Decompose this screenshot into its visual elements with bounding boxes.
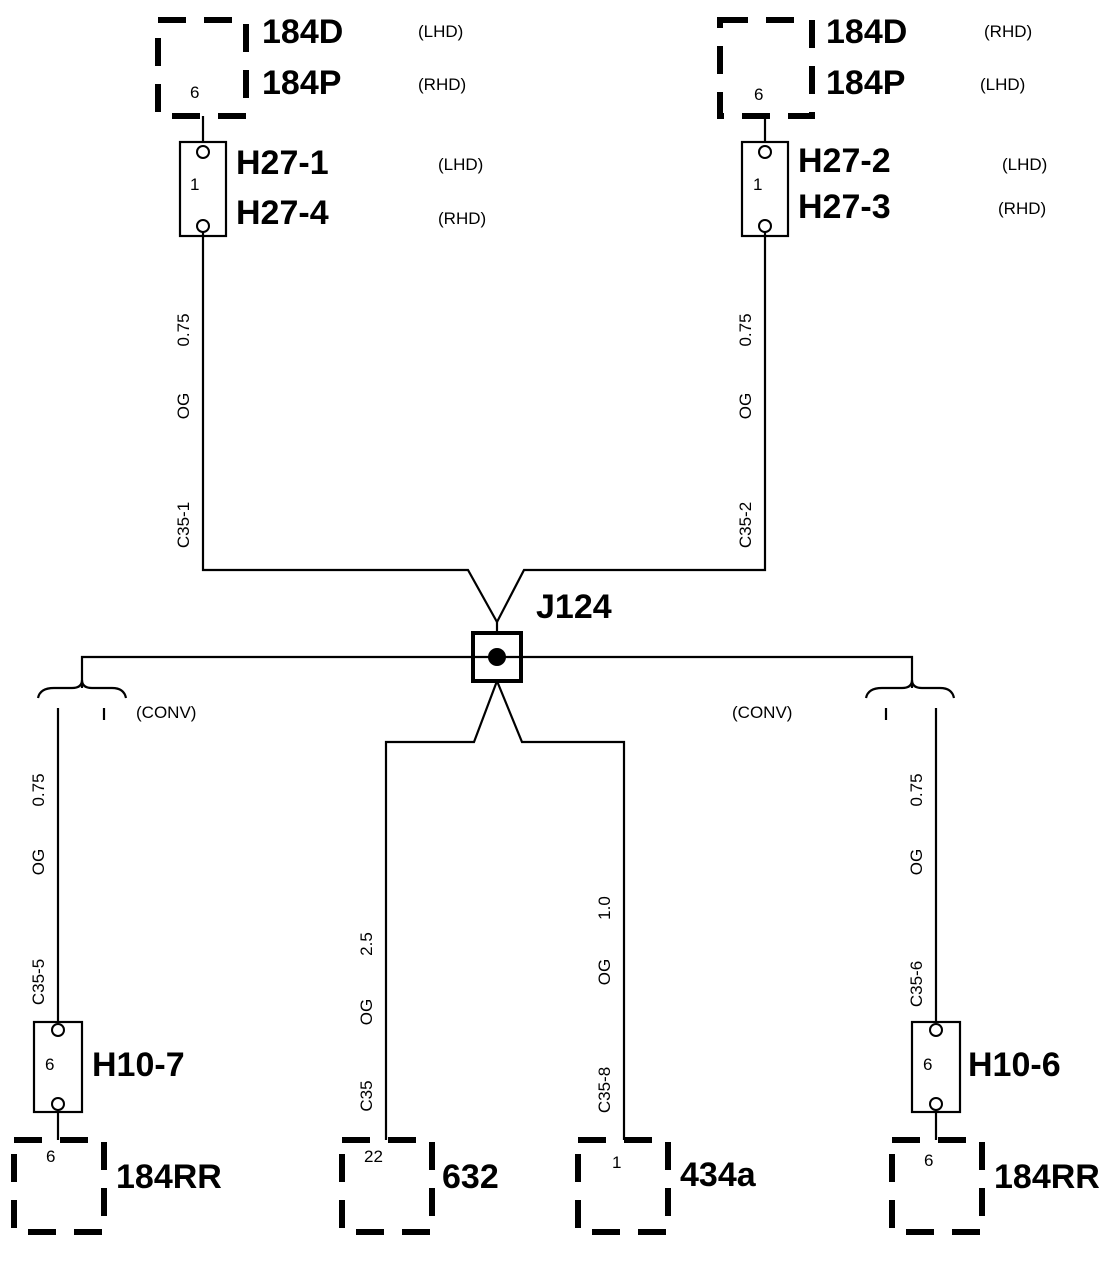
wire-color-label: OG bbox=[595, 959, 614, 985]
connector-label-h27-1: H27-1 bbox=[236, 144, 329, 182]
option-note-conv: (CONV) bbox=[732, 703, 792, 722]
wire-circuit-label: C35 bbox=[357, 1080, 376, 1111]
option-note-conv: (CONV) bbox=[136, 703, 196, 722]
wire-c35[interactable] bbox=[384, 680, 499, 1140]
top-right-branch: 6 184D (RHD) 184P (LHD) 1 H27-2 (LHD) H2… bbox=[496, 13, 1047, 623]
connector-pin-bottom bbox=[51, 1097, 65, 1111]
connector-label-h27-3: H27-3 bbox=[798, 188, 891, 226]
wire-size-label: 2.5 bbox=[357, 932, 376, 956]
connector-pin-label: 1 bbox=[190, 175, 199, 194]
junction-label: J124 bbox=[536, 588, 612, 626]
connector-pin-label: 6 bbox=[45, 1055, 54, 1074]
connector-pin-bottom bbox=[196, 219, 210, 233]
wire-c35-8[interactable] bbox=[495, 680, 626, 1140]
connector-pin-label: 6 bbox=[923, 1055, 932, 1074]
connector-pin-top bbox=[51, 1023, 65, 1037]
component-pin-label: 22 bbox=[364, 1147, 383, 1166]
component-note-lhd: (LHD) bbox=[980, 75, 1025, 94]
component-pin-label: 6 bbox=[46, 1147, 55, 1166]
wire-circuit-label: C35-2 bbox=[736, 502, 755, 548]
connector-label-h10-7: H10-7 bbox=[92, 1046, 185, 1084]
connector-note-lhd: (LHD) bbox=[438, 155, 483, 174]
wire-circuit-label: C35-8 bbox=[595, 1067, 614, 1113]
wire-size-label: 0.75 bbox=[736, 313, 755, 346]
component-note-rhd: (RHD) bbox=[418, 75, 466, 94]
bottom-mid-right-branch: 1.0 OG C35-8 1 434a bbox=[495, 680, 757, 1235]
junction-j124[interactable]: J124 bbox=[471, 588, 612, 683]
component-184rr-left-box[interactable] bbox=[11, 1137, 107, 1235]
component-pin-label: 1 bbox=[612, 1153, 621, 1172]
wire-color-label: OG bbox=[29, 849, 48, 875]
component-label-184p: 184P bbox=[262, 64, 341, 102]
option-bracket bbox=[36, 679, 128, 699]
bottom-left-branch: (CONV) 0.75 OG C35-5 6 H10-7 6 184RR bbox=[11, 679, 222, 1235]
connector-label-h10-6: H10-6 bbox=[968, 1046, 1061, 1084]
component-434a-box[interactable] bbox=[575, 1137, 671, 1235]
component-label-184d: 184D bbox=[826, 13, 907, 51]
top-left-branch: 6 184D (LHD) 184P (RHD) 1 H27-1 (LHD) H2… bbox=[155, 13, 498, 623]
component-label-184rr: 184RR bbox=[116, 1158, 222, 1196]
component-label-434a: 434a bbox=[680, 1156, 757, 1194]
junction-dot bbox=[488, 648, 506, 666]
component-note-rhd: (RHD) bbox=[984, 22, 1032, 41]
component-pin-label: 6 bbox=[190, 83, 199, 102]
component-pin-label: 6 bbox=[754, 85, 763, 104]
wire-color-label: OG bbox=[174, 393, 193, 419]
connector-pin-top bbox=[758, 145, 772, 159]
connector-note-rhd: (RHD) bbox=[438, 209, 486, 228]
connector-pin-bottom bbox=[929, 1097, 943, 1111]
component-632-box[interactable] bbox=[339, 1137, 435, 1235]
wire-color-label: OG bbox=[357, 999, 376, 1025]
wire-size-label: 0.75 bbox=[29, 773, 48, 806]
connector-pin-bottom bbox=[758, 219, 772, 233]
component-label-184p: 184P bbox=[826, 64, 905, 102]
connector-label-h27-2: H27-2 bbox=[798, 142, 891, 180]
wire-color-label: OG bbox=[736, 393, 755, 419]
wire-circuit-label: C35-6 bbox=[907, 961, 926, 1007]
wire-size-label: 0.75 bbox=[907, 773, 926, 806]
wire-circuit-label: C35-5 bbox=[29, 959, 48, 1005]
bottom-mid-left-branch: 2.5 OG C35 22 632 bbox=[339, 680, 499, 1235]
connector-note-rhd: (RHD) bbox=[998, 199, 1046, 218]
option-bracket bbox=[864, 679, 956, 699]
wire-size-label: 1.0 bbox=[595, 896, 614, 920]
component-184d-184p-left-box[interactable] bbox=[155, 17, 249, 119]
component-184rr-right-box[interactable] bbox=[889, 1137, 985, 1235]
connector-pin-label: 1 bbox=[753, 175, 762, 194]
component-label-184d: 184D bbox=[262, 13, 343, 51]
bus-left[interactable] bbox=[80, 655, 473, 688]
component-label-184rr: 184RR bbox=[994, 1158, 1100, 1196]
wire-size-label: 0.75 bbox=[174, 313, 193, 346]
component-note-lhd: (LHD) bbox=[418, 22, 463, 41]
bus-right[interactable] bbox=[521, 655, 914, 688]
connector-label-h27-4: H27-4 bbox=[236, 194, 329, 232]
connector-note-lhd: (LHD) bbox=[1002, 155, 1047, 174]
connector-pin-top bbox=[196, 145, 210, 159]
wire-color-label: OG bbox=[907, 849, 926, 875]
wire-circuit-label: C35-1 bbox=[174, 502, 193, 548]
wire-c35-2[interactable] bbox=[496, 232, 767, 623]
connector-pin-top bbox=[929, 1023, 943, 1037]
component-pin-label: 6 bbox=[924, 1151, 933, 1170]
component-label-632: 632 bbox=[442, 1158, 499, 1196]
wire-c35-1[interactable] bbox=[201, 232, 498, 623]
bottom-right-branch: (CONV) 0.75 OG C35-6 6 H10-6 6 184RR bbox=[732, 679, 1100, 1235]
component-184d-184p-right-box[interactable] bbox=[717, 17, 815, 119]
